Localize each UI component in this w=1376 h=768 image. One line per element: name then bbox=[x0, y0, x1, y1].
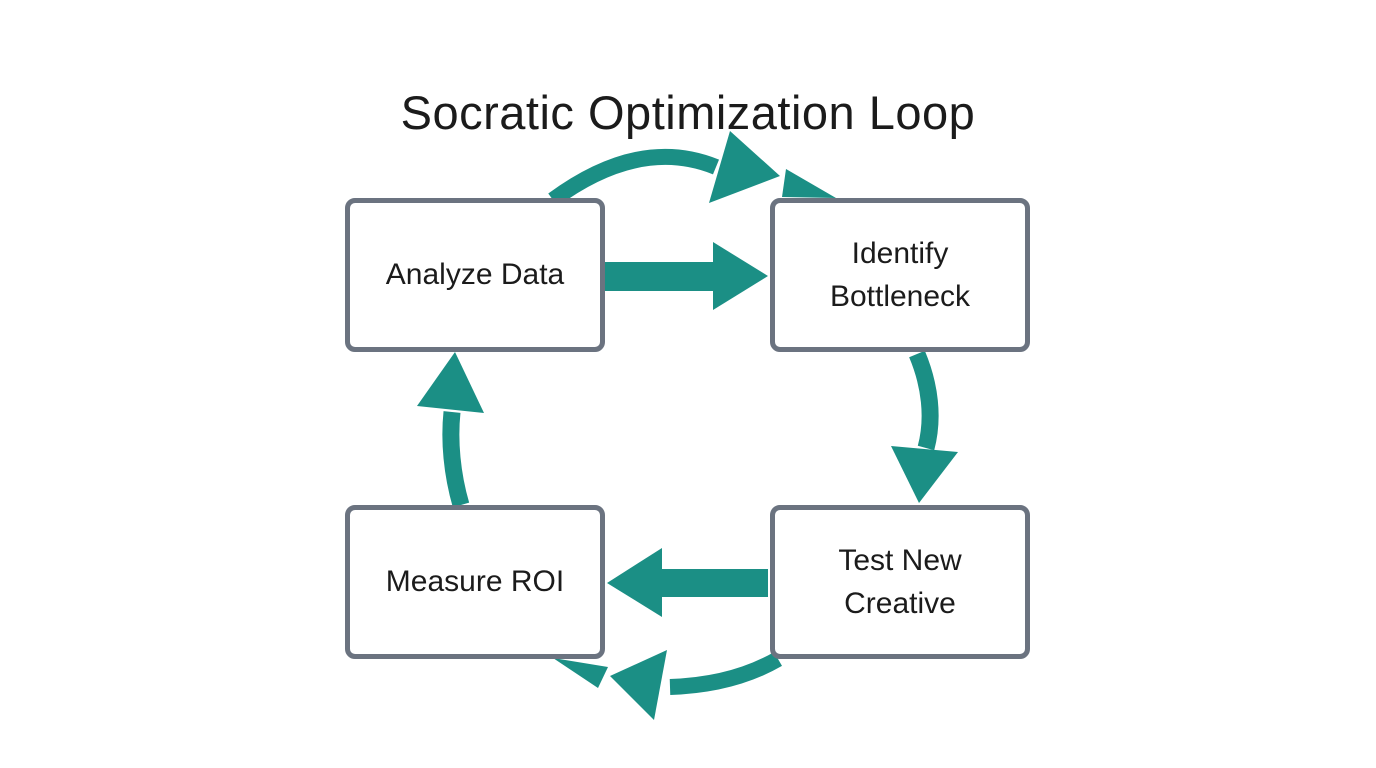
curved-arrow-top-icon bbox=[548, 131, 836, 207]
node-analyze-data: Analyze Data bbox=[345, 198, 605, 352]
node-label: Measure ROI bbox=[385, 565, 565, 599]
node-label: Identify Bottleneck bbox=[829, 236, 971, 314]
node-measure-roi: Measure ROI bbox=[345, 505, 605, 659]
node-label: Test New Creative bbox=[838, 543, 962, 621]
page-title: Socratic Optimization Loop bbox=[400, 86, 976, 140]
node-label: Analyze Data bbox=[385, 258, 565, 292]
curved-arrow-bottom-icon bbox=[553, 650, 783, 720]
straight-arrow-right-icon bbox=[605, 242, 768, 310]
node-test-new-creative: Test New Creative bbox=[770, 505, 1030, 659]
straight-arrow-left-icon bbox=[607, 548, 768, 617]
curved-arrow-left-icon bbox=[417, 352, 484, 508]
curved-arrow-right-icon bbox=[891, 350, 958, 503]
node-identify-bottleneck: Identify Bottleneck bbox=[770, 198, 1030, 352]
